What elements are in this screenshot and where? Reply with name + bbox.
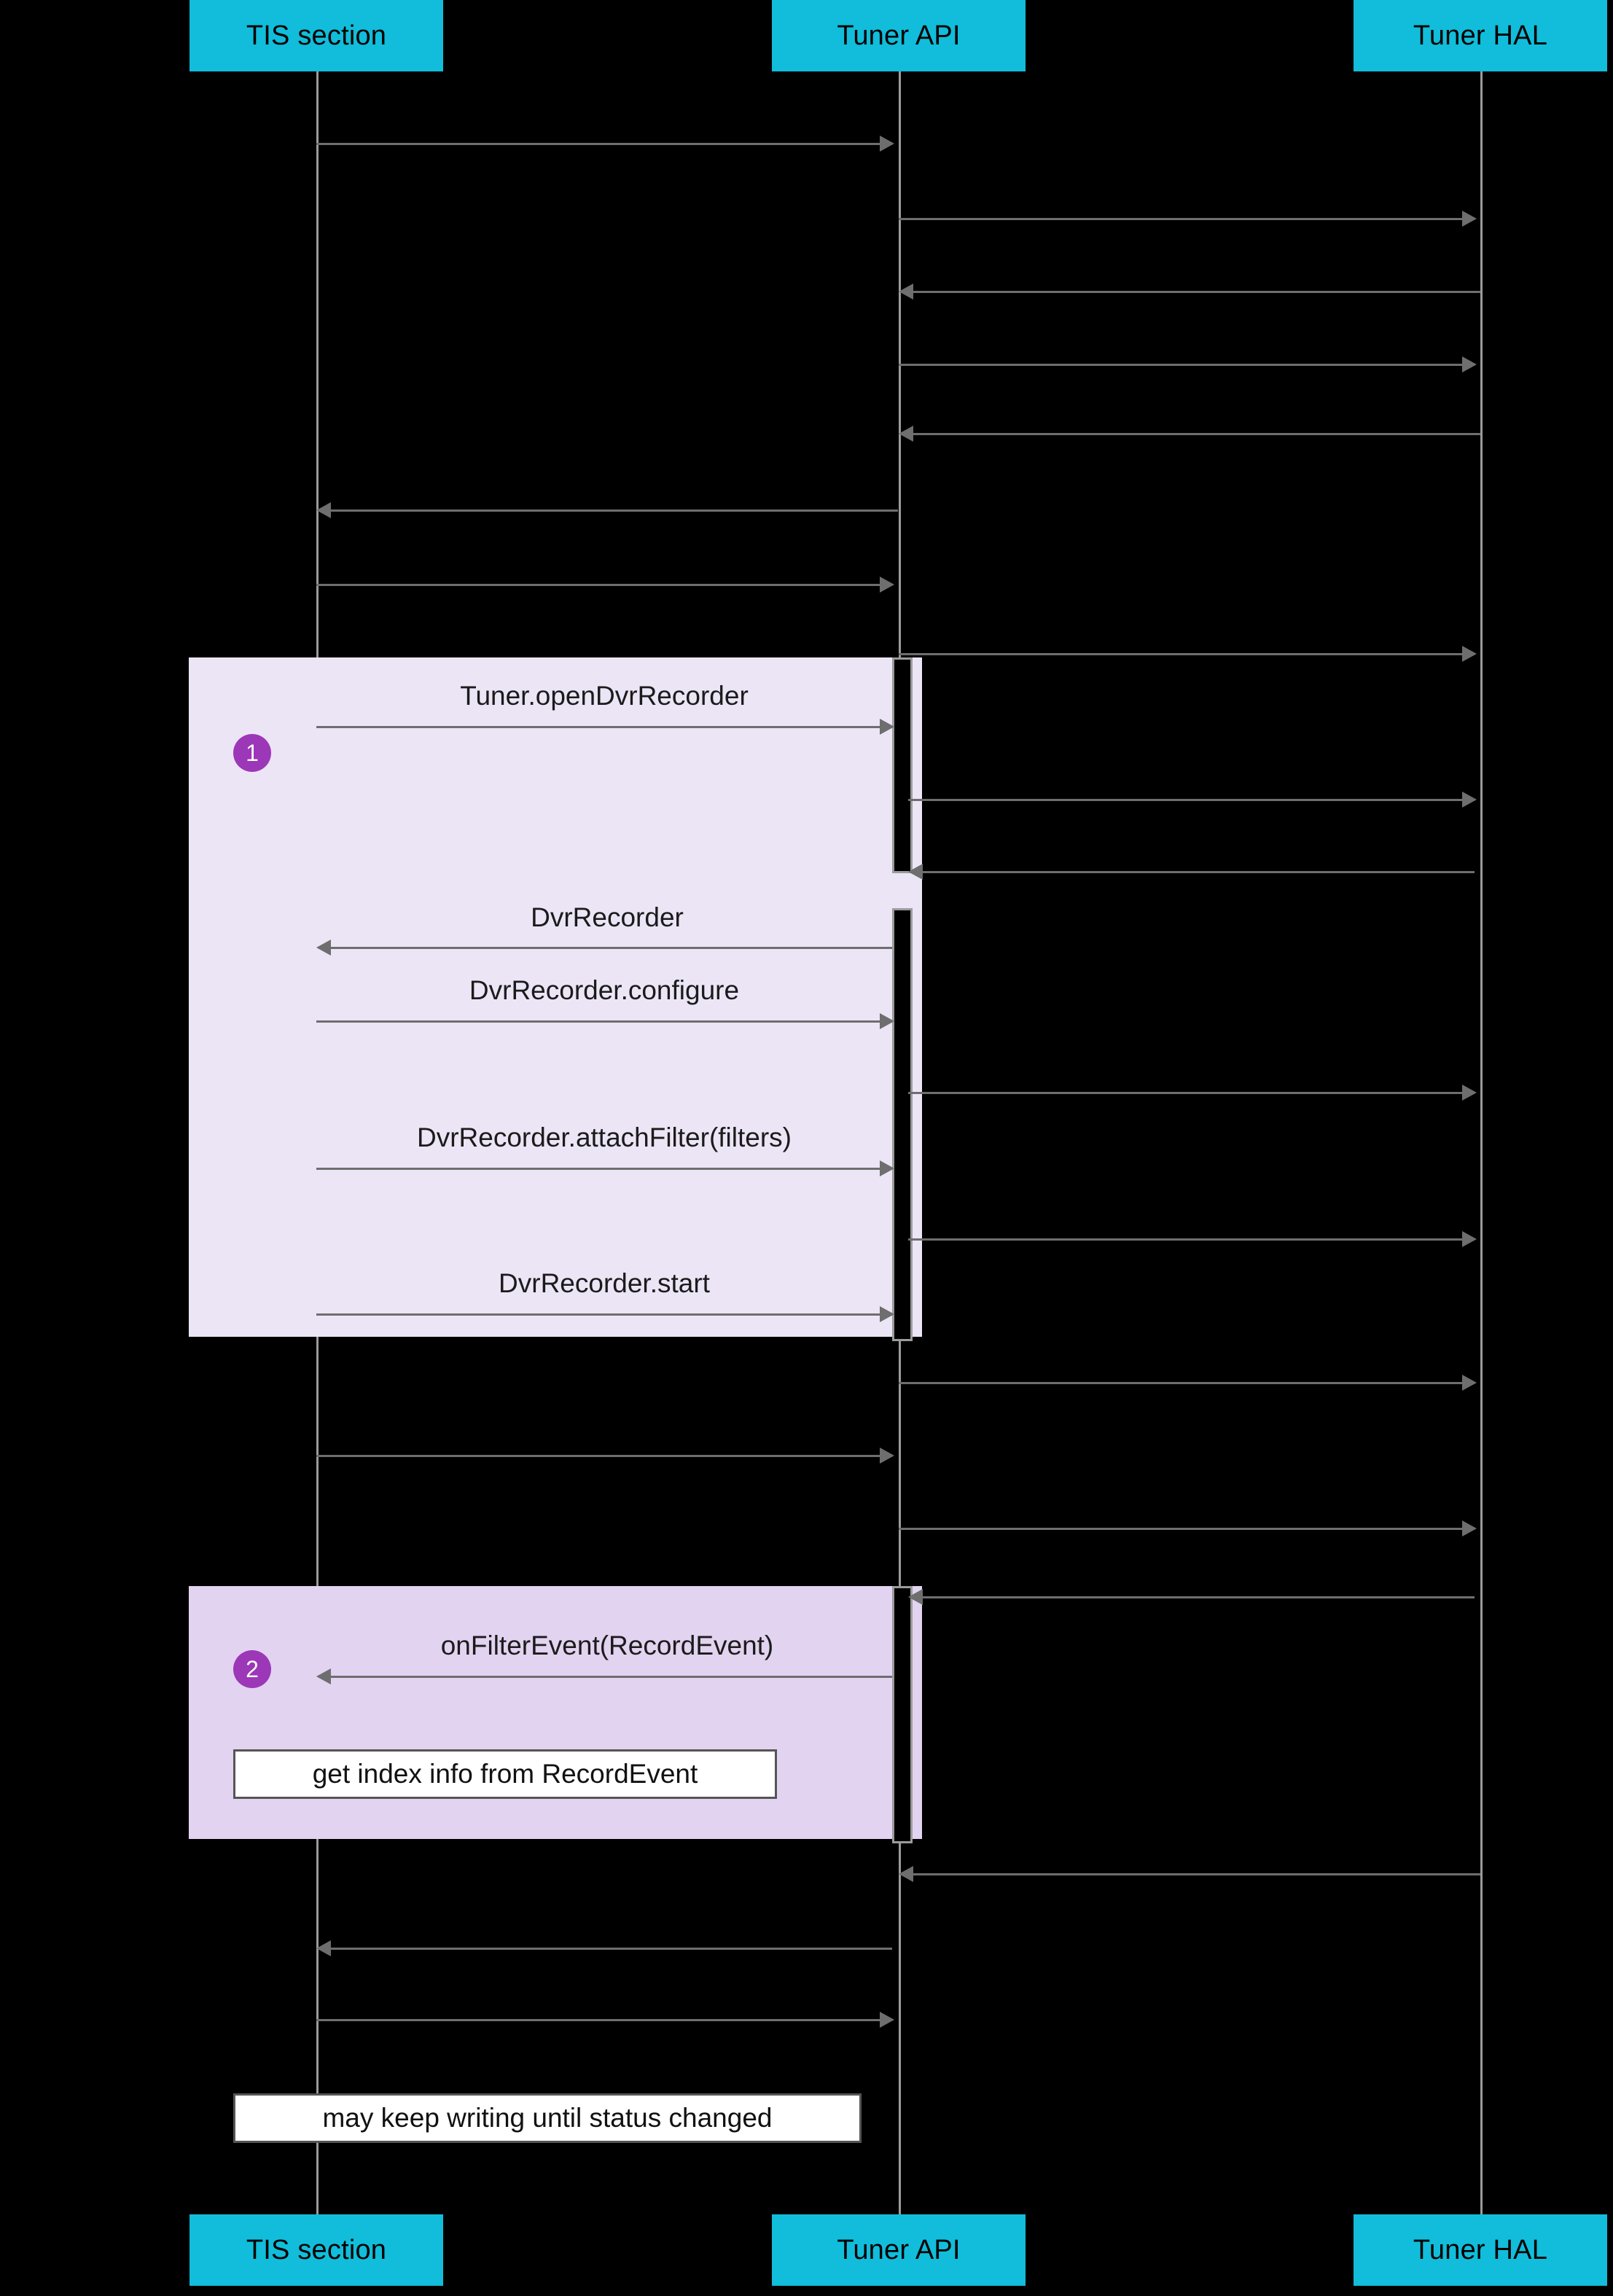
message-line-on-filter-event xyxy=(322,1676,892,1678)
message-arrowhead-unlabeled-7 xyxy=(880,577,894,593)
participant-foot-label-hal: Tuner HAL xyxy=(1413,2234,1548,2265)
message-line-group1-hal-2 xyxy=(914,871,1475,873)
message-line-unlabeled-7 xyxy=(316,584,892,586)
message-arrowhead-group2-hal-in xyxy=(908,1589,923,1605)
message-arrowhead-unlabeled-1 xyxy=(880,136,894,152)
message-arrowhead-unlabeled-5 xyxy=(899,426,913,442)
message-line-start xyxy=(316,1313,892,1316)
message-line-unlabeled-10 xyxy=(316,1455,892,1457)
message-line-dvr-recorder-return xyxy=(322,947,892,949)
message-label-attach-filter: DvrRecorder.attachFilter(filters) xyxy=(416,1122,792,1152)
group-2-badge: 2 xyxy=(233,1650,271,1688)
message-arrowhead-open-dvr-recorder xyxy=(880,719,894,735)
group-2-background xyxy=(189,1586,922,1839)
message-arrowhead-unlabeled-9 xyxy=(1462,1375,1477,1391)
message-arrowhead-group1-hal-1 xyxy=(1462,792,1477,808)
message-label-on-filter-event: onFilterEvent(RecordEvent) xyxy=(440,1631,774,1660)
message-line-open-dvr-recorder xyxy=(316,726,892,728)
message-arrowhead-group1-hal-2 xyxy=(908,864,923,880)
message-arrowhead-unlabeled-2 xyxy=(1462,211,1477,227)
participant-foot-label-api: Tuner API xyxy=(837,2234,961,2265)
message-arrowhead-dvr-recorder-return xyxy=(316,940,331,956)
message-line-unlabeled-12 xyxy=(905,1873,1480,1875)
group-1-background xyxy=(189,657,922,1337)
message-arrowhead-attach-filter xyxy=(880,1160,894,1176)
participant-foot-hal: Tuner HAL xyxy=(1354,2214,1607,2286)
message-arrowhead-unlabeled-3 xyxy=(899,284,913,300)
participant-head-api: Tuner API xyxy=(772,0,1026,71)
message-arrowhead-unlabeled-4 xyxy=(1462,356,1477,372)
message-arrowhead-on-filter-event xyxy=(316,1668,331,1684)
participant-head-hal: Tuner HAL xyxy=(1354,0,1607,71)
message-arrowhead-group1-hal-3 xyxy=(1462,1085,1477,1101)
participant-label-hal: Tuner HAL xyxy=(1413,20,1548,51)
message-line-unlabeled-11 xyxy=(899,1528,1475,1530)
message-line-group2-hal-in xyxy=(914,1596,1475,1598)
group-1-badge: 1 xyxy=(233,734,271,772)
message-arrowhead-unlabeled-6 xyxy=(316,502,331,518)
activation-box-api-3 xyxy=(892,1586,913,1843)
participant-foot-tis: TIS section xyxy=(190,2214,443,2286)
message-arrowhead-unlabeled-8 xyxy=(1462,646,1477,662)
message-line-unlabeled-14 xyxy=(316,2019,892,2021)
note-may-keep-writing: may keep writing until status changed xyxy=(233,2093,862,2143)
message-line-unlabeled-8 xyxy=(899,653,1475,655)
message-line-group1-hal-4 xyxy=(908,1238,1475,1241)
message-arrowhead-group1-hal-4 xyxy=(1462,1231,1477,1247)
lifeline-line-hal xyxy=(1480,71,1483,2214)
activation-box-api-1 xyxy=(892,657,913,873)
message-line-unlabeled-2 xyxy=(899,218,1475,220)
message-line-unlabeled-3 xyxy=(905,291,1480,293)
message-line-unlabeled-6 xyxy=(322,509,898,512)
message-label-start: DvrRecorder.start xyxy=(499,1268,710,1298)
message-arrowhead-unlabeled-14 xyxy=(880,2012,894,2028)
message-line-unlabeled-13 xyxy=(322,1948,892,1950)
participant-label-tis: TIS section xyxy=(246,20,387,51)
message-arrowhead-unlabeled-13 xyxy=(316,1940,331,1956)
message-line-configure xyxy=(316,1020,892,1023)
message-line-attach-filter xyxy=(316,1168,892,1170)
message-line-unlabeled-9 xyxy=(899,1382,1475,1384)
message-line-unlabeled-1 xyxy=(316,143,892,145)
message-arrowhead-unlabeled-11 xyxy=(1462,1520,1477,1536)
participant-foot-api: Tuner API xyxy=(772,2214,1026,2286)
activation-box-api-2 xyxy=(892,908,913,1341)
message-line-unlabeled-5 xyxy=(905,433,1480,435)
message-line-group1-hal-1 xyxy=(908,799,1475,801)
message-label-dvr-recorder-return: DvrRecorder xyxy=(531,902,684,932)
message-arrowhead-start xyxy=(880,1306,894,1322)
participant-foot-label-tis: TIS section xyxy=(246,2234,387,2265)
message-label-configure: DvrRecorder.configure xyxy=(469,975,740,1005)
participant-label-api: Tuner API xyxy=(837,20,961,51)
note-get-index-info: get index info from RecordEvent xyxy=(233,1749,777,1799)
message-line-group1-hal-3 xyxy=(908,1092,1475,1094)
participant-head-tis: TIS section xyxy=(190,0,443,71)
message-arrowhead-configure xyxy=(880,1013,894,1029)
message-label-open-dvr-recorder: Tuner.openDvrRecorder xyxy=(460,681,749,711)
message-arrowhead-unlabeled-10 xyxy=(880,1448,894,1464)
message-arrowhead-unlabeled-12 xyxy=(899,1866,913,1882)
message-line-unlabeled-4 xyxy=(899,364,1475,366)
